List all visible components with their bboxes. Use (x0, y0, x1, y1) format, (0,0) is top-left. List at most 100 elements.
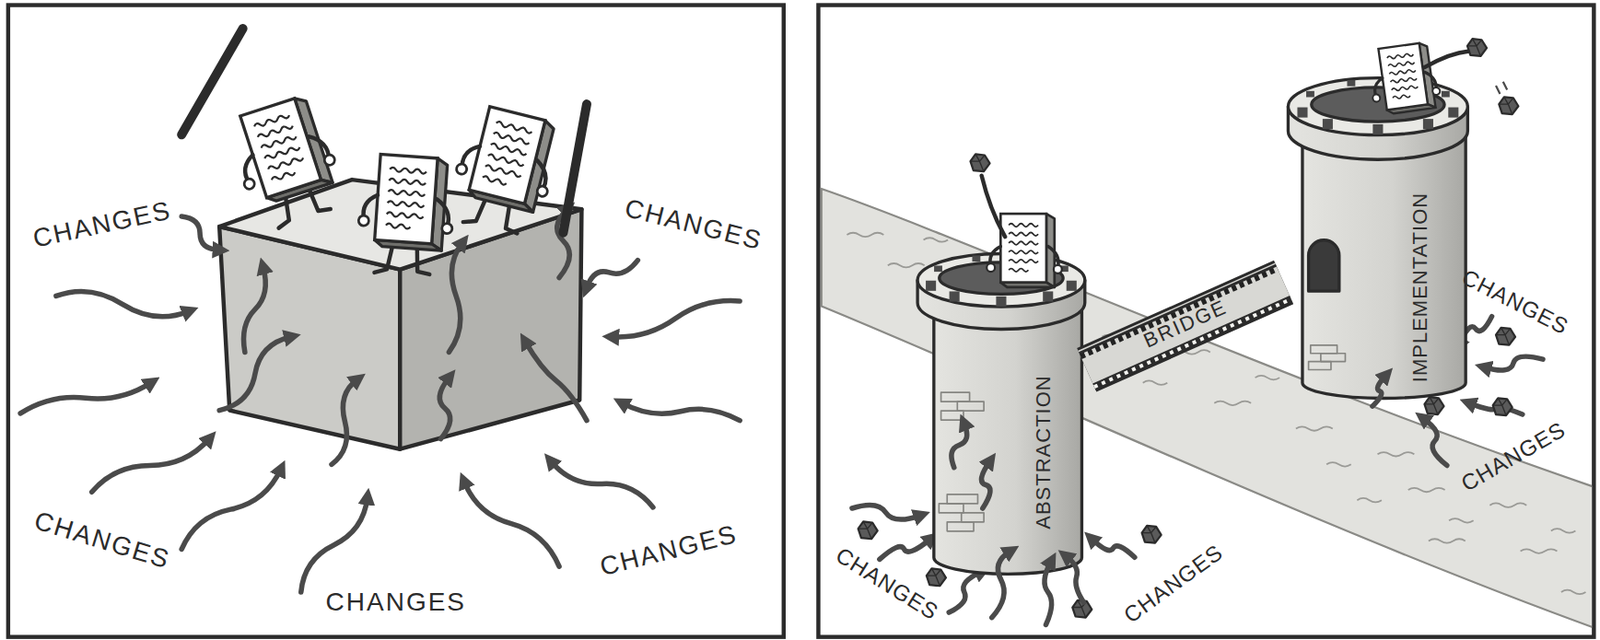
change-arrow (557, 209, 571, 278)
change-arrow (20, 209, 1543, 613)
monolith-cube (219, 179, 582, 270)
crenel (1296, 106, 1308, 117)
rock (1142, 525, 1162, 544)
brick (1308, 361, 1331, 370)
changes-label: CHANGES (326, 589, 467, 616)
document-character (455, 141, 555, 198)
character-stick (562, 104, 586, 234)
changes-label: CHANGES (596, 521, 740, 581)
foreground (969, 153, 990, 172)
river (1561, 590, 1587, 595)
change-arrow (1423, 418, 1447, 466)
change-arrow (951, 375, 1386, 625)
change-arrow (20, 383, 152, 414)
document-character (1369, 70, 1440, 104)
tower-shape (917, 254, 1086, 575)
river (1448, 518, 1474, 523)
bridge-connector (1079, 265, 1292, 387)
bridge-rail (1080, 268, 1278, 357)
change-arrow (948, 572, 982, 613)
document-character (463, 194, 525, 236)
document-character (1000, 213, 1054, 288)
document-character (223, 92, 351, 234)
crenel (1066, 280, 1077, 292)
tower-outline (916, 239, 1087, 577)
river (1214, 401, 1251, 406)
document-character (467, 106, 556, 212)
document-character (373, 154, 448, 252)
change-arrow (1044, 561, 1052, 626)
change-arrow (951, 423, 968, 468)
change-arrow (331, 379, 358, 465)
crenel (948, 291, 959, 303)
tower-label: IMPLEMENTATION (1410, 192, 1431, 383)
crenel (1306, 90, 1315, 97)
document-character (443, 102, 564, 240)
change-arrow (219, 337, 292, 411)
change-arrow (243, 267, 266, 352)
crenel (1021, 256, 1030, 263)
changes-label: CHANGES (1457, 418, 1569, 496)
change-arrow (1091, 538, 1135, 558)
river (1428, 538, 1466, 543)
character-stick (181, 28, 243, 135)
change-arrow (301, 498, 368, 593)
throwing-arm (1424, 50, 1470, 68)
document-character (358, 193, 455, 234)
change-arrow (586, 260, 638, 289)
brick (940, 392, 970, 402)
tower-label: ABSTRACTION (1033, 374, 1054, 529)
document-character (269, 184, 331, 229)
rock (1493, 397, 1513, 416)
crenel (1400, 80, 1409, 87)
crenel (1372, 123, 1383, 134)
change-arrow (56, 291, 189, 316)
tower-body (1302, 130, 1466, 398)
brick (1309, 344, 1337, 353)
change-arrow (181, 216, 220, 251)
brick (940, 410, 963, 421)
crenel (1346, 80, 1355, 87)
change-arrow (612, 301, 740, 338)
crenel (1321, 118, 1332, 129)
crenel (925, 280, 936, 292)
crenel (1060, 266, 1069, 273)
river (1520, 548, 1558, 553)
panel-frame (8, 5, 784, 638)
rock (1072, 600, 1092, 619)
foreground (1467, 38, 1487, 57)
tower-door (1308, 239, 1339, 291)
character-stick (181, 28, 587, 234)
tower-body (934, 303, 1083, 575)
change-arrow (448, 243, 462, 353)
tower-node: ABSTRACTION (916, 239, 1087, 577)
change-arrow (550, 461, 654, 508)
changes-label: CHANGES (30, 197, 174, 252)
crenel (1448, 106, 1459, 117)
change-arrow (1484, 356, 1543, 371)
tower-opening (1310, 86, 1444, 121)
crenel (1441, 90, 1450, 97)
changes-label: CHANGES (1459, 266, 1573, 339)
brick (946, 494, 978, 504)
rock (858, 521, 878, 539)
change-arrow (1372, 375, 1386, 407)
tower-top (917, 254, 1086, 308)
change-arrow (92, 439, 210, 493)
brick (1319, 352, 1345, 362)
monolith-cube (219, 179, 582, 450)
river (1296, 426, 1333, 431)
changes-label: CHANGES (1120, 540, 1227, 627)
brick (957, 401, 984, 411)
crenel (995, 296, 1006, 307)
crenel (1422, 118, 1433, 129)
brick (946, 522, 974, 532)
changes-label: CHANGES (622, 195, 766, 255)
rock (1424, 397, 1444, 415)
brick (961, 513, 984, 523)
